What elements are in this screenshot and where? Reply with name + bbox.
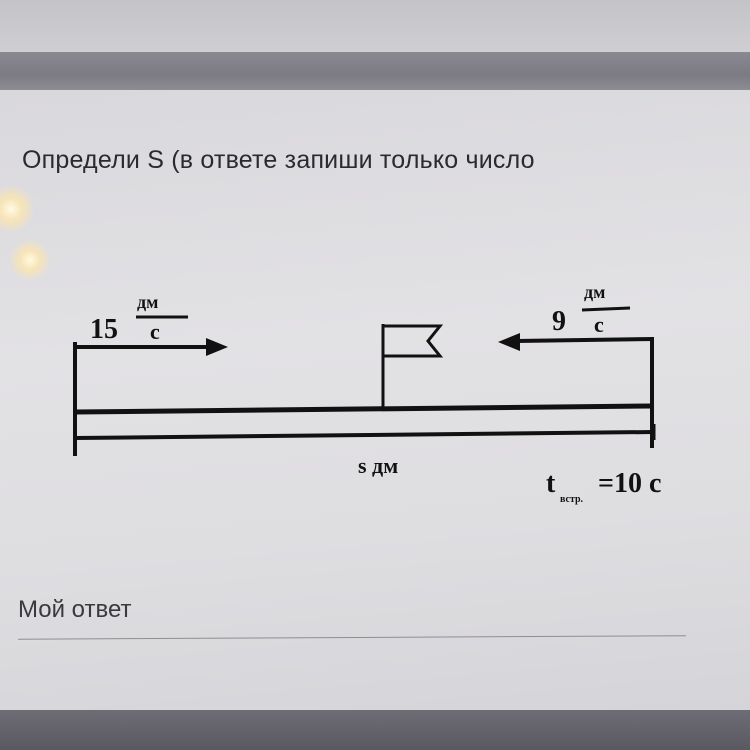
left-speed-value: 15 [90,314,118,345]
header-band [0,52,750,90]
right-arrowhead [206,338,228,356]
motion-diagram: 15 дм с 9 дм с s дм t встр. =10 с [73,282,661,505]
right-velocity-line [515,337,655,343]
light-glare [10,240,50,280]
question-text: Определи S (в ответе запиши только число [22,146,535,174]
road-line [74,403,653,415]
time-value: =10 с [598,468,661,499]
top-area [0,0,750,52]
distance-label: s дм [358,453,398,478]
left-speed-unit-bottom: с [150,319,160,344]
right-speed-unit-bottom: с [594,312,604,337]
left-arrowhead [498,333,520,351]
time-symbol: t [546,468,556,499]
answer-input[interactable] [18,590,690,638]
flag-icon [383,324,444,358]
right-fraction-bar [581,306,631,312]
bottom-area [0,710,750,750]
right-speed-unit-top: дм [584,282,605,302]
time-subscript: встр. [560,494,584,505]
right-speed-value: 9 [552,306,566,337]
left-speed-unit-top: дм [137,292,158,312]
distance-line [74,430,655,440]
